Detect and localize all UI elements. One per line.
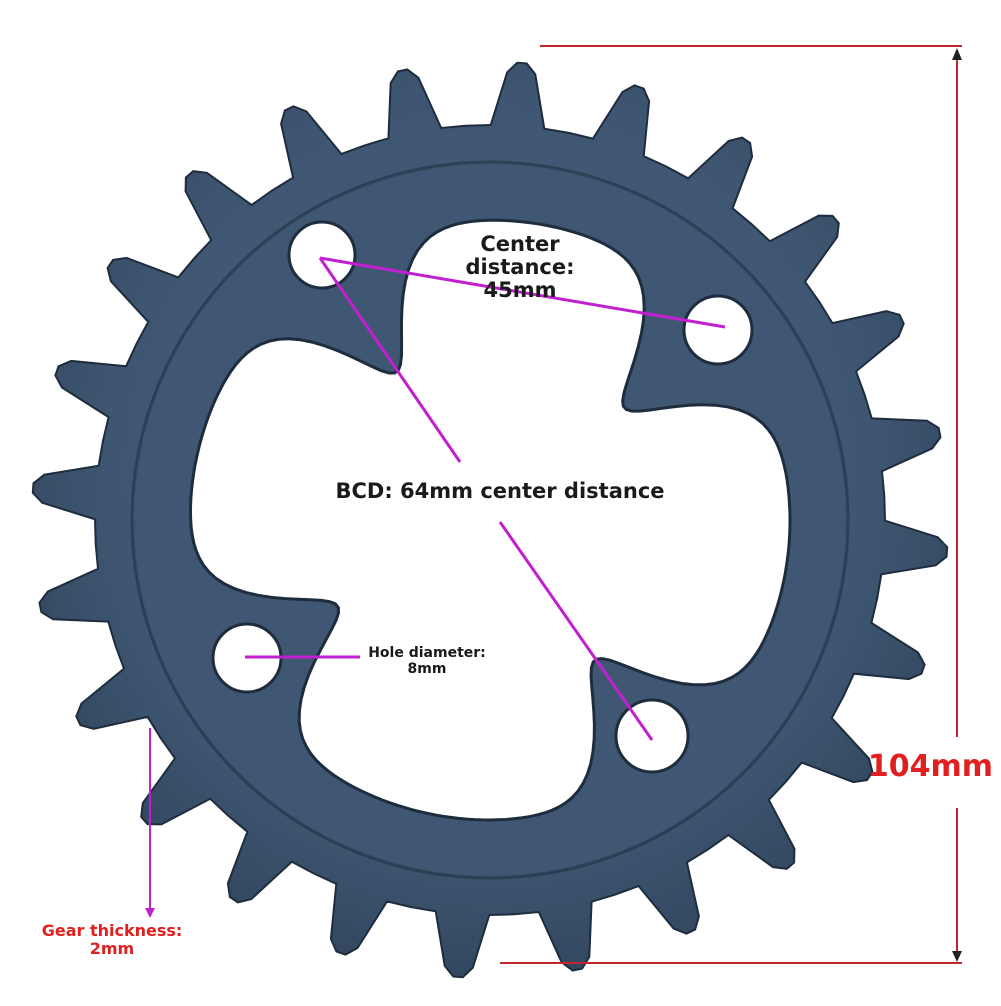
center-distance-subtitle: distance: [465,255,575,279]
outer-diameter-label: 104mm [867,749,994,784]
bolt-hole-4 [614,698,690,774]
bcd-label: BCD: 64mm center distance [335,479,665,503]
center-distance-value: 45mm [483,278,557,302]
gear-thickness-title: Gear thickness: [41,921,183,940]
bolt-hole-2 [682,294,754,366]
outer-diameter-dimension [500,45,962,964]
annotation-lines [145,256,726,918]
hole-diameter-title: Hole diameter: [368,645,486,661]
chainring-inner-step [130,160,850,880]
spider-cutout [188,218,792,822]
center-distance-label: Center distance: 45mm [430,233,610,302]
gear-thickness-label: Gear thickness: 2mm [14,922,210,958]
dimension-arrow-bottom [952,951,962,962]
bolt-hole-1 [287,220,357,290]
center-distance-line [319,256,726,329]
dimension-arrow-top [952,48,962,60]
gear-thickness-arrow [145,908,155,918]
hole-diameter-label: Hole diameter: 8mm [340,645,514,677]
chainring-gear [31,61,949,979]
bcd-line-upper [318,257,462,463]
gear-thickness-value: 2mm [89,939,135,958]
hole-diameter-value: 8mm [407,661,447,677]
center-distance-title: Center [480,232,560,256]
bcd-line-lower [498,521,654,741]
